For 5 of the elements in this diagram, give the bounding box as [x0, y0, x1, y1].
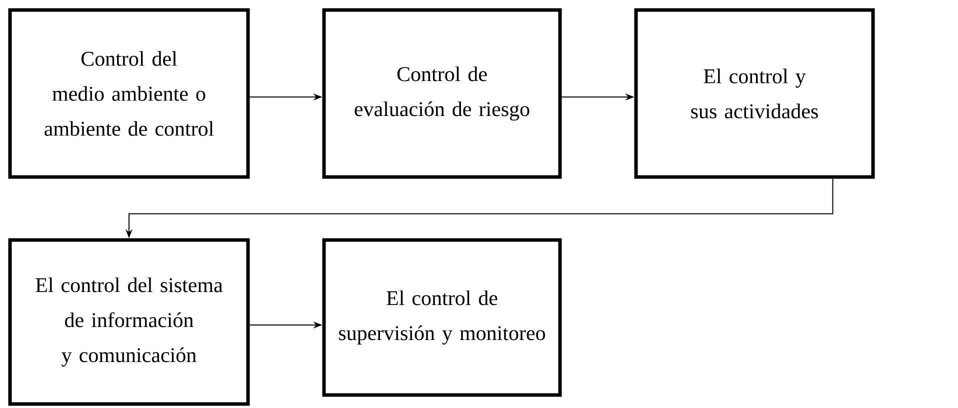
process-box: El control y sus actividades — [634, 8, 875, 179]
process-box: El control del sistema de información y comunicación — [8, 238, 250, 406]
process-box: Control del medio ambiente o ambiente de control — [8, 8, 250, 179]
process-box: El control de supervisión y monitoreo — [322, 238, 562, 397]
process-box: Control de evaluación de riesgo — [322, 8, 562, 179]
